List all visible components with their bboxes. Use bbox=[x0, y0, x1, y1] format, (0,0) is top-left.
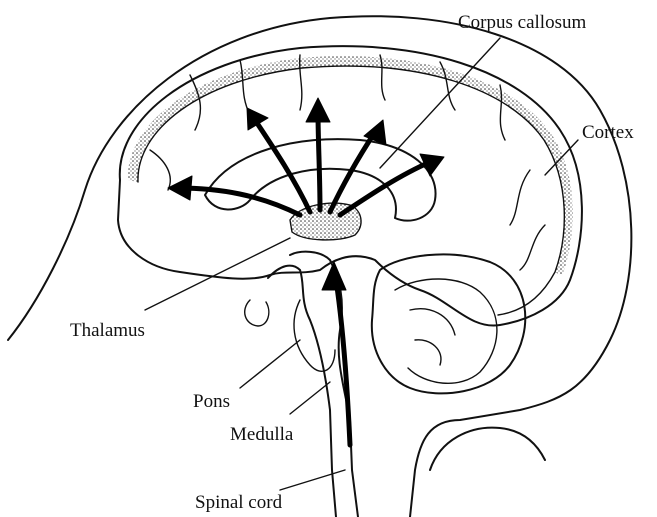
label-thalamus: Thalamus bbox=[70, 320, 145, 341]
head-outline bbox=[8, 16, 631, 517]
cerebellum-inner bbox=[395, 279, 497, 383]
label-medulla: Medulla bbox=[230, 424, 294, 445]
label-pons: Pons bbox=[193, 391, 230, 412]
label-corpus-callosum: Corpus callosum bbox=[458, 12, 586, 33]
label-cortex: Cortex bbox=[582, 122, 634, 143]
neck-outline bbox=[430, 428, 545, 470]
cortex-band bbox=[128, 56, 573, 276]
label-spinal-cord: Spinal cord bbox=[195, 492, 283, 513]
